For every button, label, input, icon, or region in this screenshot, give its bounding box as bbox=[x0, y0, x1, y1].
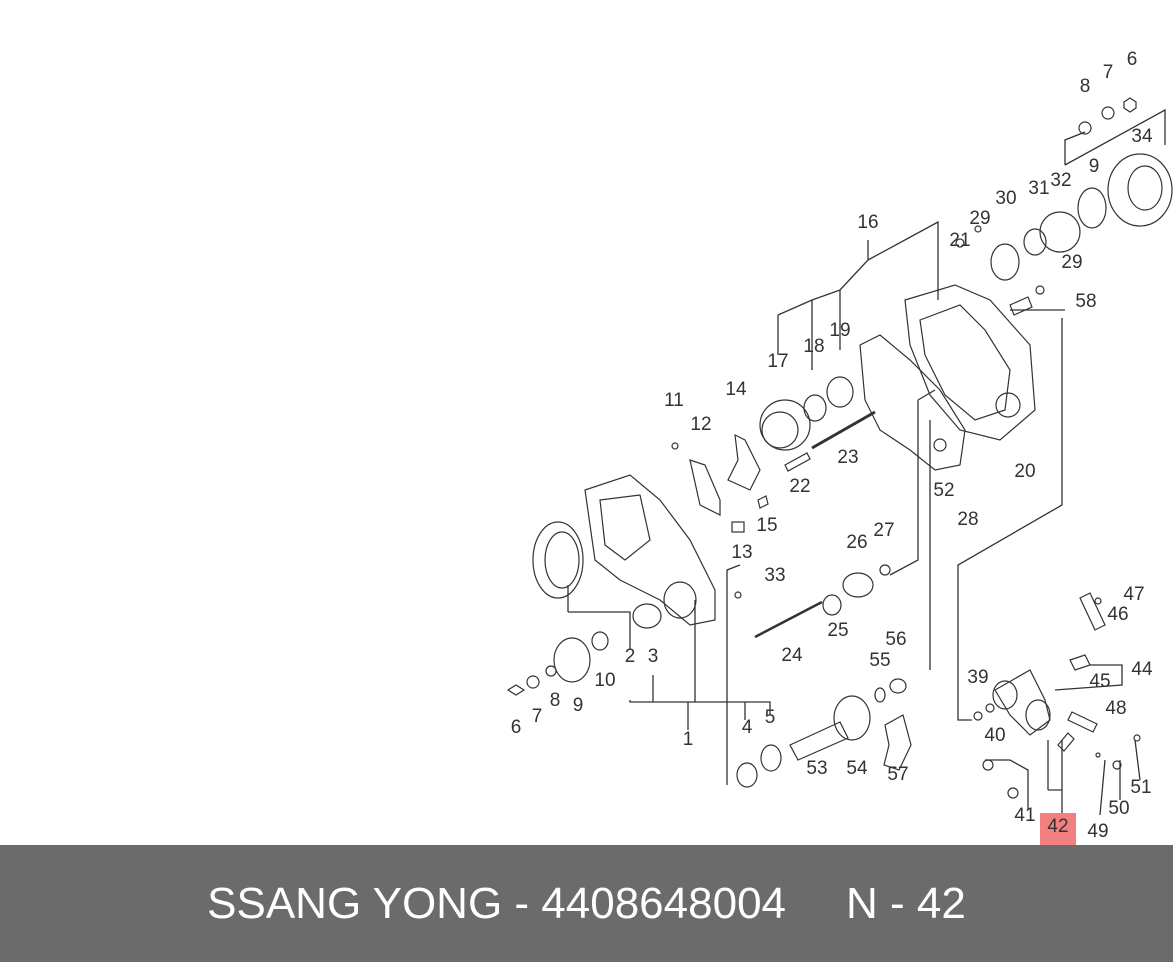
callout-39: 39 bbox=[967, 667, 988, 688]
callout-34: 34 bbox=[1131, 126, 1153, 147]
highlight-box bbox=[1040, 813, 1076, 845]
callout-20: 20 bbox=[1014, 461, 1035, 482]
callout-42: 42 bbox=[1047, 816, 1068, 837]
callout-5: 5 bbox=[765, 707, 776, 728]
callout-15: 15 bbox=[756, 515, 777, 536]
callout-47: 47 bbox=[1123, 584, 1144, 605]
callout-51: 51 bbox=[1130, 777, 1151, 798]
callout-44: 44 bbox=[1131, 659, 1153, 680]
callout-33: 33 bbox=[764, 565, 785, 586]
callout-7: 7 bbox=[1103, 62, 1114, 83]
callout-17: 17 bbox=[767, 351, 788, 372]
callout-45: 45 bbox=[1089, 671, 1110, 692]
callout-8: 8 bbox=[550, 690, 561, 711]
callout-8: 8 bbox=[1080, 76, 1091, 97]
callout-4: 4 bbox=[742, 717, 753, 738]
callout-26: 26 bbox=[846, 532, 867, 553]
callout-29: 29 bbox=[969, 208, 990, 229]
callout-21: 21 bbox=[949, 230, 970, 251]
callout-9: 9 bbox=[573, 695, 584, 716]
callout-40: 40 bbox=[984, 725, 1005, 746]
callout-10: 10 bbox=[594, 670, 615, 691]
callout-23: 23 bbox=[837, 447, 858, 468]
callout-25: 25 bbox=[827, 620, 848, 641]
callout-18: 18 bbox=[803, 336, 824, 357]
callout-52: 52 bbox=[933, 480, 954, 501]
position-label: N - 42 bbox=[846, 878, 966, 928]
callout-29: 29 bbox=[1061, 252, 1082, 273]
callout-3: 3 bbox=[648, 646, 659, 667]
callout-24: 24 bbox=[781, 645, 803, 666]
part-footer: SSANG YONG - 4408648004 N - 42 bbox=[0, 845, 1173, 962]
callout-22: 22 bbox=[789, 476, 810, 497]
callout-53: 53 bbox=[806, 758, 827, 779]
callout-50: 50 bbox=[1108, 798, 1129, 819]
callout-58: 58 bbox=[1075, 291, 1096, 312]
callout-12: 12 bbox=[690, 414, 711, 435]
callout-19: 19 bbox=[829, 320, 850, 341]
callout-31: 31 bbox=[1028, 178, 1049, 199]
brand-name: SSANG YONG bbox=[207, 878, 503, 928]
callout-28: 28 bbox=[957, 509, 978, 530]
callout-48: 48 bbox=[1105, 698, 1126, 719]
callout-16: 16 bbox=[857, 212, 878, 233]
callout-11: 11 bbox=[664, 390, 684, 411]
callout-6: 6 bbox=[1127, 49, 1138, 70]
callout-9: 9 bbox=[1089, 156, 1100, 177]
callout-30: 30 bbox=[995, 188, 1016, 209]
callout-1: 1 bbox=[683, 729, 694, 750]
callout-6: 6 bbox=[511, 717, 522, 738]
footer-separator: - bbox=[502, 878, 542, 928]
callout-46: 46 bbox=[1107, 604, 1128, 625]
callout-14: 14 bbox=[725, 379, 747, 400]
callout-54: 54 bbox=[846, 758, 868, 779]
callout-13: 13 bbox=[731, 542, 752, 563]
callout-32: 32 bbox=[1050, 170, 1071, 191]
callout-49: 49 bbox=[1087, 821, 1108, 842]
callout-27: 27 bbox=[873, 520, 894, 541]
callout-55: 55 bbox=[869, 650, 890, 671]
callout-41: 41 bbox=[1014, 805, 1035, 826]
callout-56: 56 bbox=[885, 629, 906, 650]
part-number: 4408648004 bbox=[541, 878, 787, 928]
callout-7: 7 bbox=[532, 706, 543, 727]
callout-57: 57 bbox=[887, 764, 908, 785]
callout-2: 2 bbox=[625, 646, 636, 667]
